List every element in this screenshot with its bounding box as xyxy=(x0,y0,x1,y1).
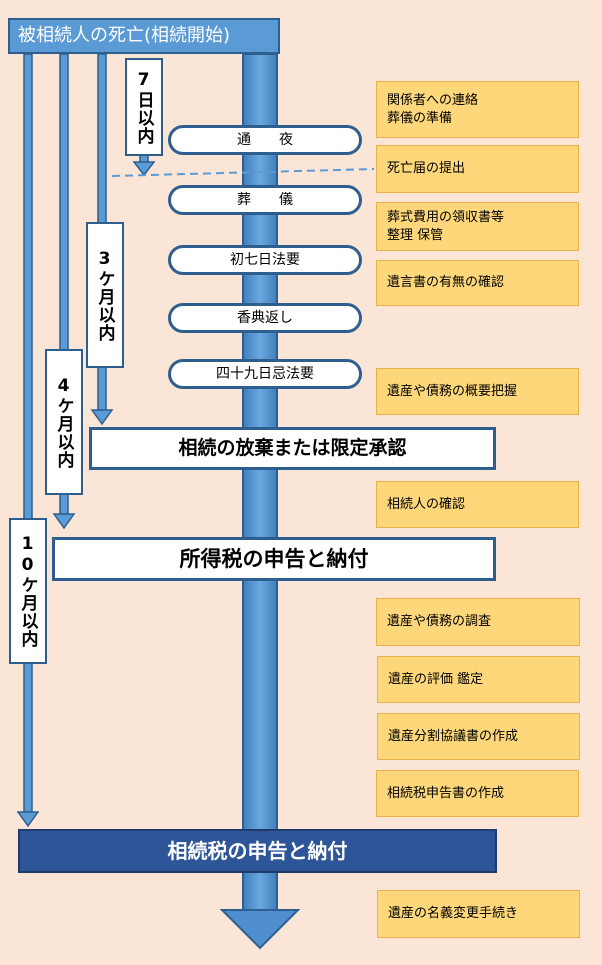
task-label: 遺産や債務の概要把握 xyxy=(387,383,518,399)
event-return-gifts: 香典返し xyxy=(168,303,362,333)
arrow-4-months xyxy=(52,53,76,530)
milestone-income-tax: 所得税の申告と納付 xyxy=(52,537,496,581)
task-label: 遺産分割協議書の作成 xyxy=(388,728,519,744)
task-will-check: 遺言書の有無の確認 xyxy=(376,260,579,306)
arrow-10-months xyxy=(16,53,40,828)
task-label: 遺産の名義変更手続き xyxy=(388,906,519,921)
task-label: 葬式費用の領収書等 整理 保管 xyxy=(387,209,505,243)
task-title-transfer: 遺産の名義変更手続き xyxy=(377,890,580,938)
task-label: 相続税申告書の作成 xyxy=(387,785,505,801)
death-notice-dashed-line xyxy=(111,168,375,177)
task-division-agreement: 遺産分割協議書の作成 xyxy=(377,713,580,760)
milestone-renunciation: 相続の放棄または限定承認 xyxy=(89,427,496,470)
task-assets-overview: 遺産や債務の概要把握 xyxy=(376,368,579,415)
event-49th-day-memorial: 四十九日忌法要 xyxy=(168,359,362,389)
task-label: 関係者への連絡 葬儀の準備 xyxy=(387,92,479,126)
deadline-7-days: 7日以内 xyxy=(125,58,163,156)
task-label: 相続人の確認 xyxy=(387,496,466,512)
milestone-inheritance-tax: 相続税の申告と納付 xyxy=(18,829,497,873)
task-label: 遺産の評価 鑑定 xyxy=(388,671,484,687)
event-funeral: 葬 儀 xyxy=(168,185,362,215)
task-heir-confirmation: 相続人の確認 xyxy=(376,481,579,528)
task-funeral-receipts: 葬式費用の領収書等 整理 保管 xyxy=(376,202,579,251)
task-label: 死亡届の提出 xyxy=(387,161,466,176)
task-tax-return-prep: 相続税申告書の作成 xyxy=(376,770,579,817)
task-death-notice: 死亡届の提出 xyxy=(376,145,579,193)
event-wake: 通 夜 xyxy=(168,125,362,155)
task-label: 遺言書の有無の確認 xyxy=(387,275,505,290)
task-label: 遺産や債務の調査 xyxy=(387,614,492,629)
deadline-4-months: 4ケ月以内 xyxy=(45,349,83,495)
task-asset-valuation: 遺産の評価 鑑定 xyxy=(377,656,580,703)
task-contact-and-prepare: 関係者への連絡 葬儀の準備 xyxy=(376,81,579,138)
task-assets-investigation: 遺産や債務の調査 xyxy=(376,598,580,646)
event-7th-day-memorial: 初七日法要 xyxy=(168,245,362,275)
deadline-3-months: 3ケ月以内 xyxy=(86,222,124,368)
arrow-7-days xyxy=(132,154,156,177)
deadline-10-months: 10ケ月以内 xyxy=(9,518,47,664)
inheritance-start-header: 被相続人の死亡(相続開始) xyxy=(8,18,280,54)
